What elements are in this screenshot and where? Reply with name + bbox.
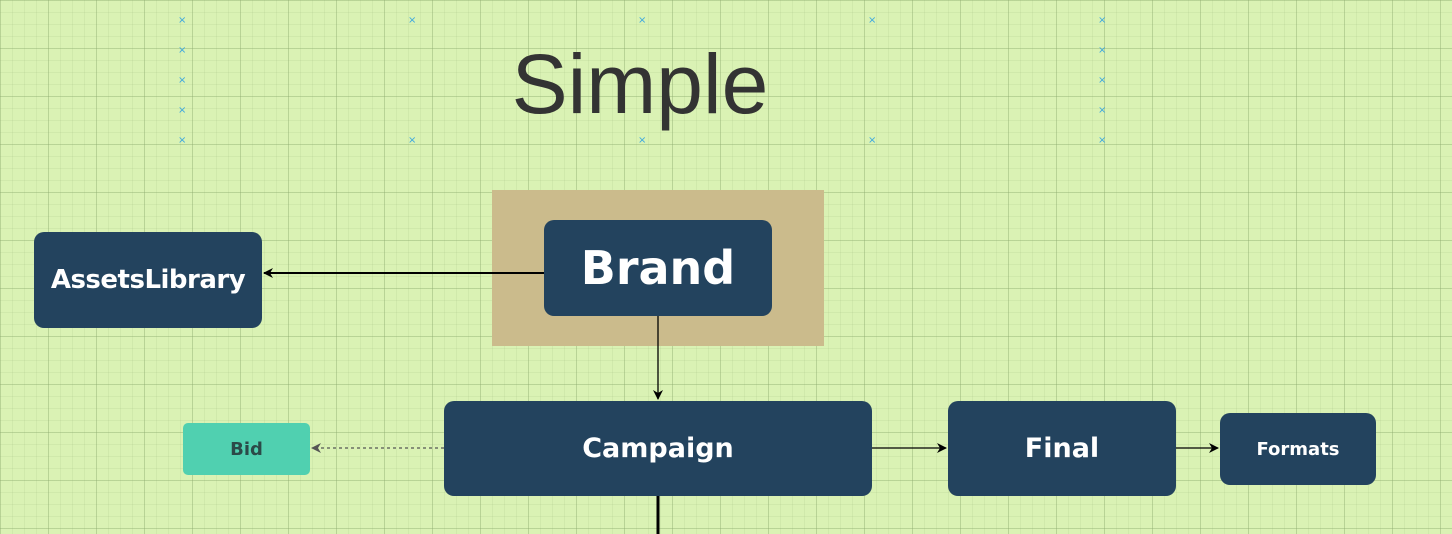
- node-campaign[interactable]: Campaign: [444, 401, 872, 496]
- marker-icon: ×: [868, 15, 877, 26]
- node-assets-library-label: AssetsLibrary: [50, 265, 246, 295]
- marker-icon: ×: [638, 15, 647, 26]
- node-assets-library[interactable]: AssetsLibrary: [34, 232, 262, 328]
- marker-icon: ×: [1098, 45, 1107, 56]
- marker-icon: ×: [1098, 105, 1107, 116]
- node-final-label: Final: [1024, 433, 1100, 464]
- node-bid-label: Bid: [230, 438, 263, 460]
- marker-icon: ×: [868, 135, 877, 146]
- marker-icon: ×: [408, 135, 417, 146]
- marker-icon: ×: [178, 15, 187, 26]
- marker-icon: ×: [1098, 135, 1107, 146]
- marker-icon: ×: [178, 105, 187, 116]
- node-bid[interactable]: Bid: [183, 423, 310, 475]
- node-final[interactable]: Final: [948, 401, 1176, 496]
- marker-icon: ×: [408, 15, 417, 26]
- marker-icon: ×: [1098, 75, 1107, 86]
- diagram-title[interactable]: Simple: [511, 37, 769, 131]
- marker-icon: ×: [178, 135, 187, 146]
- marker-icon: ×: [178, 75, 187, 86]
- node-brand-label: Brand: [580, 241, 736, 295]
- marker-icon: ×: [1098, 15, 1107, 26]
- node-brand[interactable]: Brand: [544, 220, 772, 316]
- marker-icon: ×: [178, 45, 187, 56]
- node-formats[interactable]: Formats: [1220, 413, 1376, 485]
- node-campaign-label: Campaign: [582, 433, 734, 464]
- node-formats-label: Formats: [1256, 438, 1340, 460]
- marker-icon: ×: [638, 135, 647, 146]
